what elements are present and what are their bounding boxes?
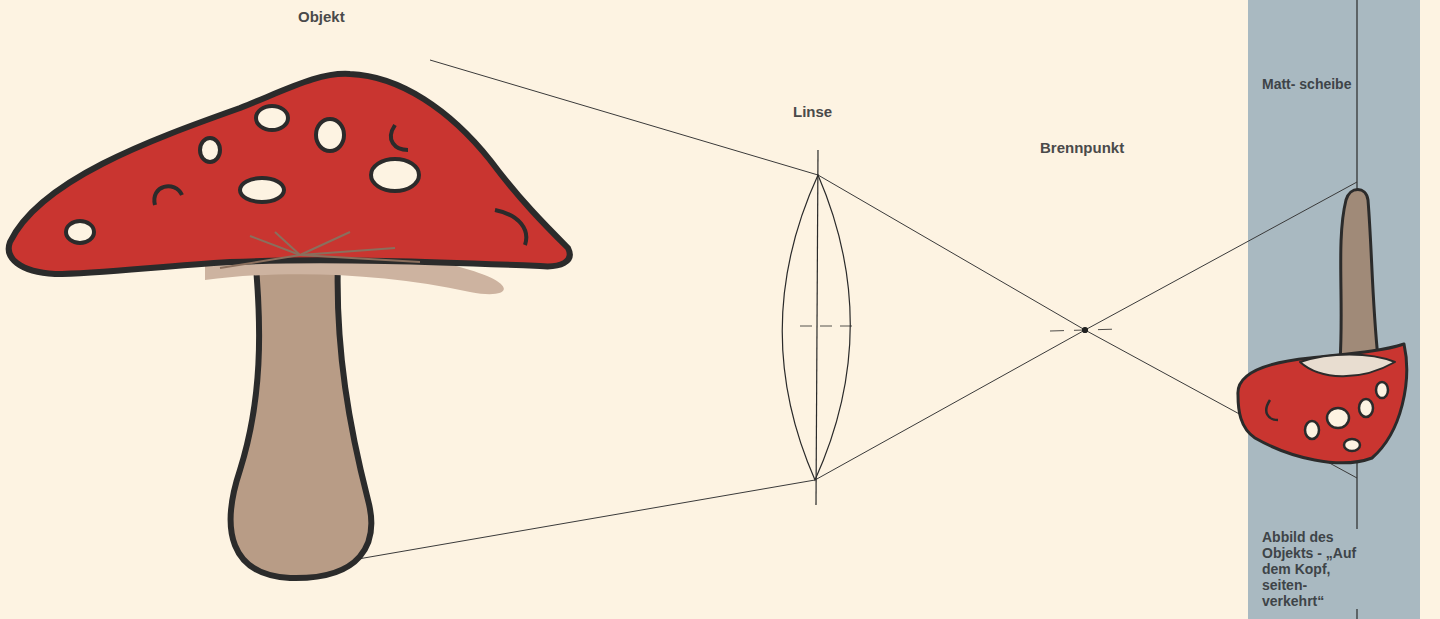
mushroom-object-part: [220, 232, 420, 268]
focal-point-part: [1083, 328, 1088, 333]
matt-screen-band: [1248, 0, 1420, 619]
lens-symbol-part: [800, 326, 860, 327]
mushroom-object-part-part: [316, 119, 344, 151]
inverted-image-part-part: [1305, 421, 1319, 439]
mushroom-object-part-part: [250, 236, 300, 255]
mushroom-object-part-part: [300, 255, 420, 262]
inverted-image-part: [1340, 190, 1378, 363]
part-label: Linse: [793, 103, 832, 120]
mushroom-object-part-part: [256, 106, 288, 130]
mushroom-object: [9, 74, 570, 578]
mushroom-object-part-part: [371, 159, 419, 191]
mushroom-object-part-part: [154, 186, 182, 205]
mushroom-object-part-part: [391, 125, 408, 150]
mushroom-object-part: [66, 106, 526, 245]
mushroom-object-part: [9, 74, 570, 274]
inverted-image-part: [1238, 344, 1407, 463]
lens-symbol-part: [816, 150, 818, 505]
light-ray-part: [430, 60, 1357, 478]
mushroom-object-part-part: [66, 221, 94, 243]
inverted-image-part-part: [1376, 382, 1388, 398]
lens-symbol: [782, 150, 860, 505]
inverted-image-part: [1300, 355, 1395, 377]
focal-point: [1050, 328, 1120, 333]
mushroom-object-part-part: [200, 138, 220, 162]
screen-heading: Matt- scheibe: [1262, 76, 1351, 92]
light-ray: [335, 60, 1357, 563]
mushroom-object-part-part: [300, 248, 395, 255]
part-label: Objekt: [298, 8, 345, 25]
mushroom-object-part-part: [220, 255, 300, 268]
mushroom-object-part-part: [275, 232, 300, 255]
inverted-image-part: [1266, 382, 1388, 451]
mushroom-object-part-part: [495, 210, 526, 245]
image-caption: Abbild des Objekts - „Auf dem Kopf, seit…: [1262, 529, 1362, 609]
inverted-image-part-part: [1327, 408, 1349, 428]
mushroom-object-part-part: [240, 178, 284, 202]
mushroom-object-part: [231, 256, 372, 578]
inverted-image: [1238, 190, 1407, 463]
part-label: Brennpunkt: [1040, 139, 1124, 156]
matt-screen-panel: Matt- scheibeAbbild des Objekts - „Auf d…: [1262, 0, 1412, 619]
inverted-image-part-part: [1266, 400, 1278, 420]
inverted-image-part-part: [1344, 439, 1360, 451]
inverted-image-part-part: [1359, 399, 1373, 417]
matt-screen-band-part: [1248, 0, 1420, 619]
